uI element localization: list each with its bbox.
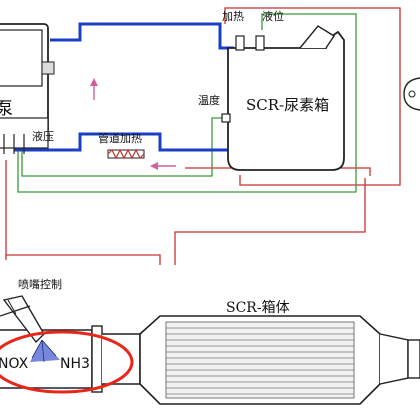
pump-box-label: 泵 bbox=[0, 99, 13, 119]
nh3-label: NH3 bbox=[60, 356, 90, 372]
pump-control-box bbox=[0, 23, 55, 154]
highlight-oval bbox=[0, 330, 134, 394]
urea-tank bbox=[221, 25, 345, 171]
hydraulic-label: 液压 bbox=[32, 129, 54, 143]
urea-mist-icon bbox=[30, 339, 60, 363]
nozzle-control-label: 喷嘴控制 bbox=[18, 277, 62, 291]
nox-label: NOX bbox=[0, 356, 29, 372]
arrow-left-icon bbox=[150, 162, 176, 170]
heating-label: 加热 bbox=[222, 10, 244, 23]
pipe-heating-label: 管道加热 bbox=[98, 131, 142, 145]
return-line bbox=[14, 22, 234, 152]
arrow-up-icon bbox=[90, 78, 98, 100]
heater-coil-icon bbox=[107, 148, 145, 160]
temperature-label: 温度 bbox=[198, 93, 220, 107]
catalyst-fins bbox=[166, 327, 354, 395]
right-device bbox=[403, 77, 420, 111]
level-label: 液位 bbox=[262, 9, 284, 23]
green-signal-lines bbox=[17, 13, 357, 193]
scr-catalyst-box bbox=[139, 315, 420, 405]
tank-title: SCR-尿素箱 bbox=[246, 96, 329, 114]
scr-box-title: SCR-箱体 bbox=[226, 300, 290, 316]
